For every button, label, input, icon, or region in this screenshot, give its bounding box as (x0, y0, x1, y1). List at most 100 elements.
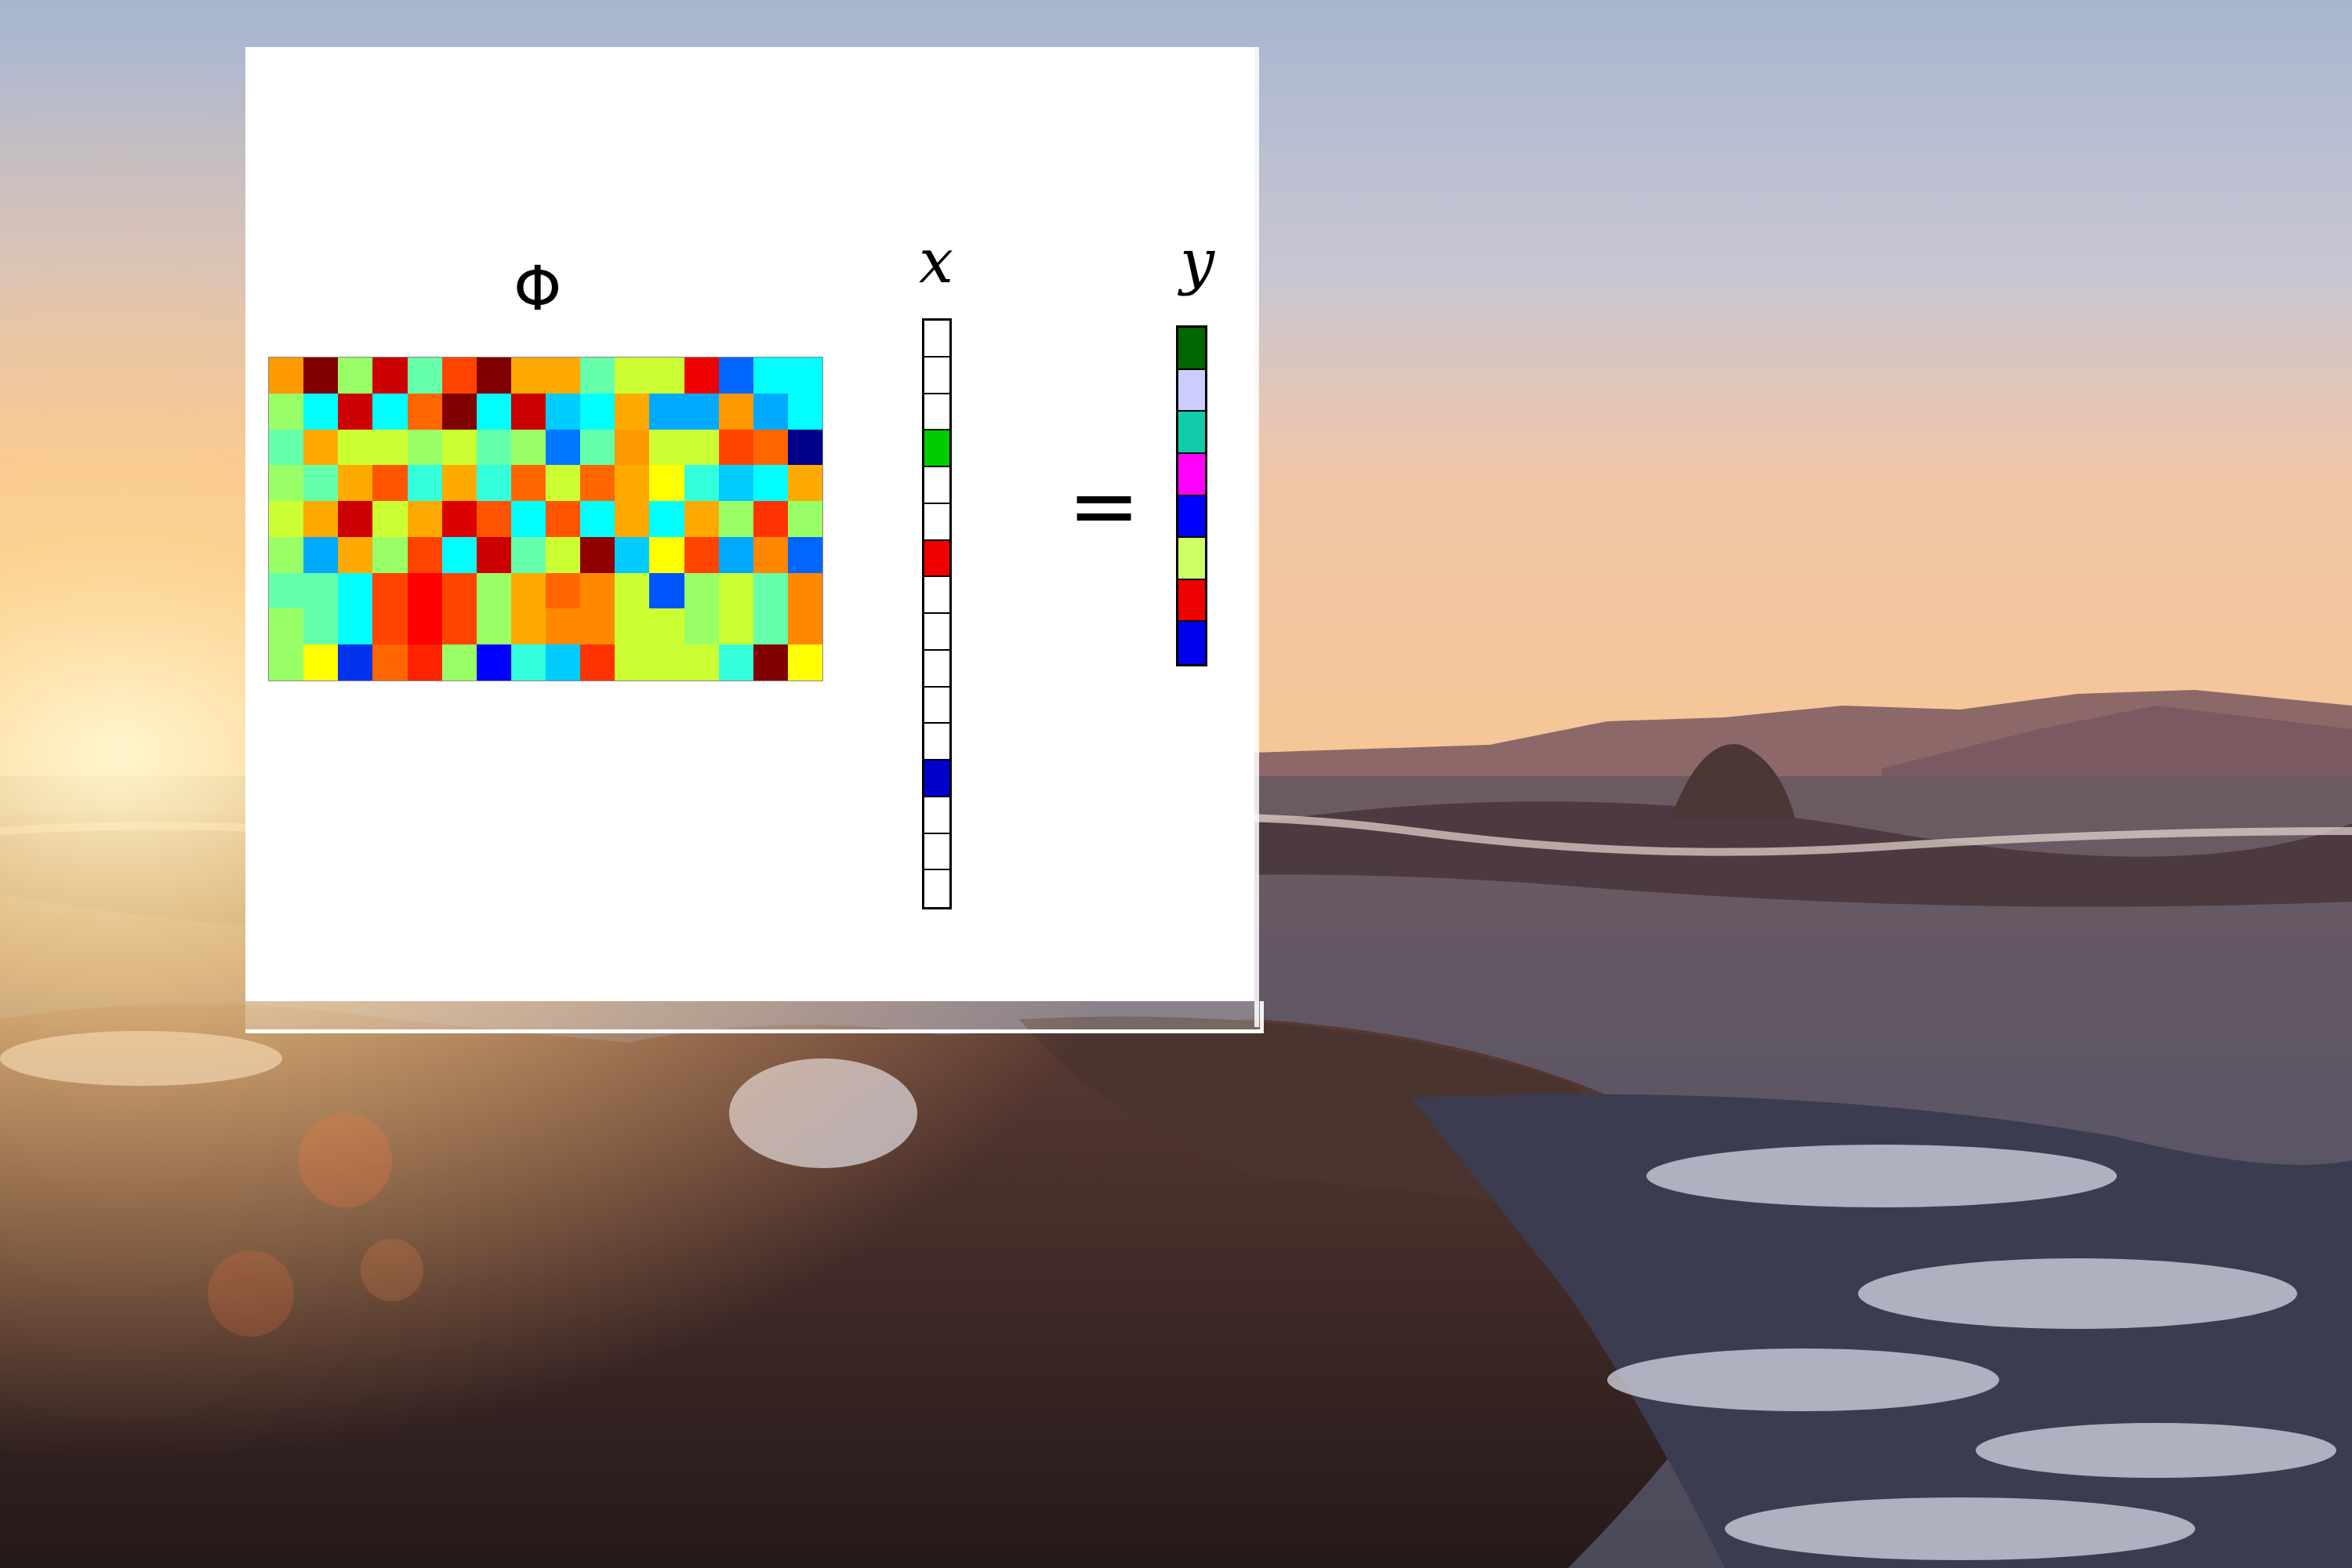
phi-matrix-cell (718, 644, 753, 681)
phi-matrix-cell (338, 465, 373, 502)
phi-matrix-cell (372, 501, 408, 537)
phi-matrix-cell (649, 501, 684, 537)
phi-matrix-cell (546, 393, 581, 430)
phi-matrix-cell (580, 429, 615, 466)
phi-matrix-cell (753, 393, 788, 430)
phi-matrix-cell (684, 608, 719, 645)
phi-matrix-cell (407, 608, 442, 645)
phi-matrix-cell (338, 501, 373, 537)
phi-matrix-cell (753, 536, 788, 573)
phi-matrix-cell (718, 393, 753, 430)
phi-matrix-cell (476, 536, 511, 573)
x-vector-cell (924, 833, 949, 871)
x-vector-cell (924, 540, 949, 578)
equals-sign: = (1068, 456, 1141, 556)
phi-matrix-cell (476, 358, 511, 394)
y-vector-cell (1178, 369, 1205, 412)
phi-matrix-cell (303, 501, 339, 537)
phi-matrix-cell (407, 644, 442, 681)
phi-matrix-cell (753, 644, 788, 681)
phi-matrix-cell (684, 358, 719, 394)
phi-matrix-cell (615, 358, 650, 394)
phi-matrix-cell (338, 644, 373, 681)
x-vector-cell (924, 614, 949, 651)
phi-matrix-cell (303, 393, 339, 430)
phi-matrix-cell (510, 358, 546, 394)
phi-matrix-cell (338, 429, 373, 466)
phi-matrix-cell (441, 608, 477, 645)
phi-matrix-cell (441, 644, 477, 681)
phi-matrix-cell (649, 536, 684, 573)
phi-matrix-cell (580, 393, 615, 430)
phi-matrix-cell (510, 429, 546, 466)
phi-matrix-cell (718, 358, 753, 394)
phi-matrix-cell (338, 536, 373, 573)
x-vector-cell (924, 357, 949, 394)
y-vector-cell (1178, 538, 1205, 580)
phi-matrix-cell (787, 536, 822, 573)
phi-matrix-cell (476, 429, 511, 466)
phi-matrix-cell (372, 536, 408, 573)
y-vector-cell (1178, 579, 1205, 622)
y-vector-cell (1178, 495, 1205, 539)
phi-matrix-cell (580, 644, 615, 681)
phi-matrix-cell (269, 536, 304, 573)
phi-matrix-cell (510, 608, 546, 645)
phi-matrix-cell (787, 608, 822, 645)
phi-matrix-cell (649, 608, 684, 645)
phi-matrix-cell (615, 644, 650, 681)
phi-matrix-cell (476, 393, 511, 430)
phi-matrix-cell (269, 358, 304, 394)
phi-matrix-cell (753, 501, 788, 537)
phi-matrix-cell (580, 465, 615, 502)
phi-matrix-cell (510, 644, 546, 681)
phi-matrix-cell (649, 393, 684, 430)
phi-matrix-cell (615, 429, 650, 466)
phi-matrix-cell (580, 358, 615, 394)
x-vector-cell (924, 394, 949, 431)
x-vector-cell (924, 503, 949, 541)
phi-matrix-cell (441, 358, 477, 394)
phi-matrix-cell (684, 465, 719, 502)
phi-matrix-cell (684, 393, 719, 430)
phi-matrix-cell (269, 429, 304, 466)
phi-matrix-cell (753, 429, 788, 466)
phi-matrix-cell (718, 572, 753, 609)
x-vector-cell (924, 724, 949, 760)
phi-matrix-cell (649, 644, 684, 681)
phi-matrix-cell (580, 572, 615, 609)
phi-matrix-cell (476, 572, 511, 609)
phi-matrix-cell (787, 572, 822, 609)
phi-matrix-cell (372, 393, 408, 430)
phi-matrix-cell (303, 572, 339, 609)
x-vector-cell (924, 870, 949, 907)
phi-matrix-cell (510, 536, 546, 573)
phi-matrix-cell (546, 536, 581, 573)
phi-matrix-cell (615, 501, 650, 537)
phi-matrix-cell (787, 358, 822, 394)
phi-matrix-cell (615, 608, 650, 645)
phi-matrix-cell (441, 465, 477, 502)
phi-matrix-cell (407, 536, 442, 573)
phi-matrix-cell (441, 393, 477, 430)
phi-matrix-cell (546, 465, 581, 502)
x-vector-cell (924, 467, 949, 504)
phi-matrix-cell (510, 465, 546, 502)
phi-matrix-cell (303, 429, 339, 466)
phi-matrix-cell (546, 608, 581, 645)
phi-matrix-cell (684, 572, 719, 609)
phi-matrix-cell (649, 429, 684, 466)
phi-label: Φ (514, 254, 562, 325)
phi-matrix-cell (615, 536, 650, 573)
phi-matrix-cell (269, 501, 304, 537)
phi-matrix-cell (303, 358, 339, 394)
phi-matrix (268, 357, 823, 681)
phi-matrix-cell (372, 358, 408, 394)
phi-matrix-cell (441, 429, 477, 466)
phi-matrix-cell (372, 465, 408, 502)
phi-matrix-cell (407, 572, 442, 609)
phi-matrix-cell (510, 572, 546, 609)
phi-matrix-cell (338, 572, 373, 609)
x-vector-cell (924, 687, 949, 724)
phi-matrix-cell (269, 393, 304, 430)
